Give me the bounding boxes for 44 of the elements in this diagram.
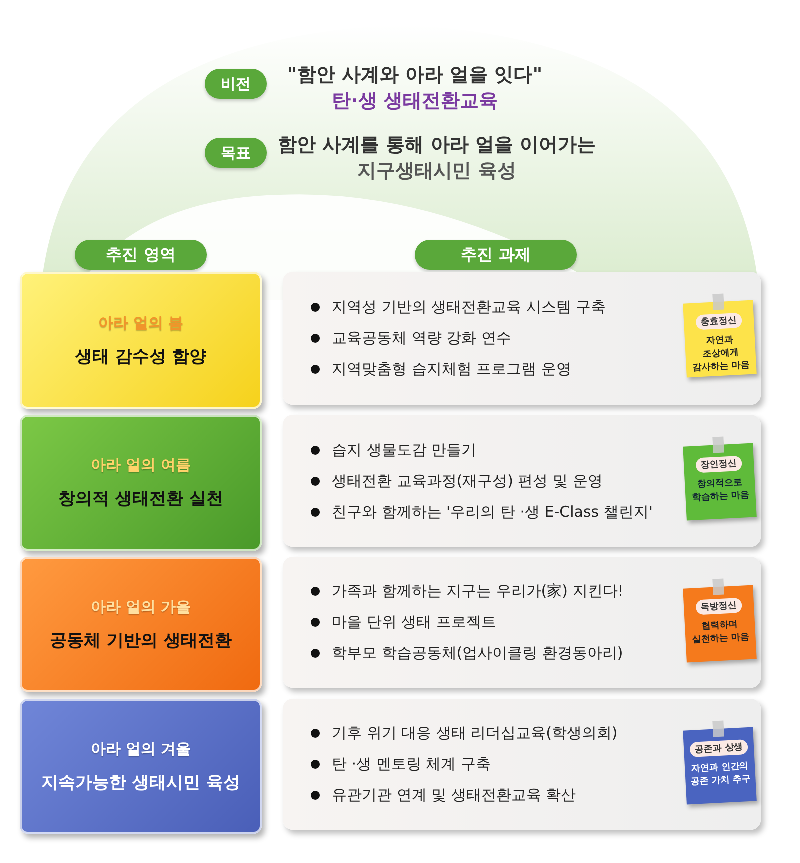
task-item: 가족과 함께하는 지구는 우리가(家) 지킨다! [332, 582, 624, 601]
task-item: 지역맞춤형 습지체험 프로그램 운영 [332, 360, 572, 379]
label-pill: 추진 과제 [415, 240, 577, 270]
area-heading: 생태 감수성 함양 [76, 346, 206, 368]
task-item: 친구와 함께하는 '우리의 탄 ·생 E-Class 챌린지' [332, 502, 653, 522]
spirit-text: 협력하며 실천하는 마음 [690, 619, 751, 648]
area-card [20, 699, 262, 834]
task-item: 유관기관 연계 및 생태전환교육 확산 [332, 786, 576, 805]
area-card [20, 557, 262, 692]
season-title: 아라 얼의 가을 [90, 598, 192, 616]
task-panel [283, 272, 761, 405]
task-item: 생태전환 교육과정(재구성) 편성 및 운영 [332, 472, 603, 490]
area-card [20, 415, 262, 551]
label-pill: 추진 영역 [75, 240, 207, 270]
season-title: 아라 얼의 여름 [90, 456, 192, 475]
area-heading: 지속가능한 생태시민 육성 [42, 772, 240, 794]
area-heading: 창의적 생태전환 실천 [58, 488, 224, 510]
task-panel [283, 699, 761, 830]
spirit-tag: 독방정신 [696, 598, 742, 616]
task-item: 습지 생물도감 만들기 [332, 440, 477, 460]
area-card [20, 272, 262, 409]
spirit-tag: 장인정신 [696, 456, 742, 474]
spirit-text: 창의적으로 학습하는 마음 [690, 476, 751, 506]
spirit-text: 자연과 인간의 공존 가치 추구 [689, 760, 752, 790]
task-panel [283, 557, 761, 688]
area-heading: 공동체 기반의 생태전환 [50, 630, 232, 652]
task-item: 탄 ·생 멘토링 체계 구축 [332, 755, 491, 774]
label-pill: 비전 [205, 69, 267, 99]
statement-text: 지구생태시민 육성 [356, 159, 518, 184]
season-title: 아라 얼의 겨울 [90, 740, 192, 758]
spirit-text: 자연과 조상에게 감사하는 마음 [692, 334, 752, 376]
spirit-tag: 공존과 상생 [690, 740, 748, 758]
season-title: 아라 얼의 봄 [98, 314, 184, 332]
task-item: 지역성 기반의 생태전환교육 시스템 구축 [332, 298, 606, 317]
task-panel [283, 415, 761, 547]
task-item: 기후 위기 대응 생태 리더십교육(학생의회) [332, 724, 618, 743]
task-item: 학부모 학습공동체(업사이클링 환경동아리) [332, 644, 624, 663]
statement-text: 탄·생 생태전환교육 [331, 89, 499, 114]
task-item: 교육공동체 역량 강화 연수 [332, 329, 512, 348]
statement-text: 함안 사계를 통해 아라 얼을 이어가는 [276, 133, 598, 158]
statement-text: "함안 사계와 아라 얼을 잇다" [286, 63, 544, 88]
spirit-tag: 충효정신 [696, 312, 742, 330]
label-pill: 목표 [205, 138, 267, 168]
task-item: 마을 단위 생태 프로젝트 [332, 613, 496, 632]
